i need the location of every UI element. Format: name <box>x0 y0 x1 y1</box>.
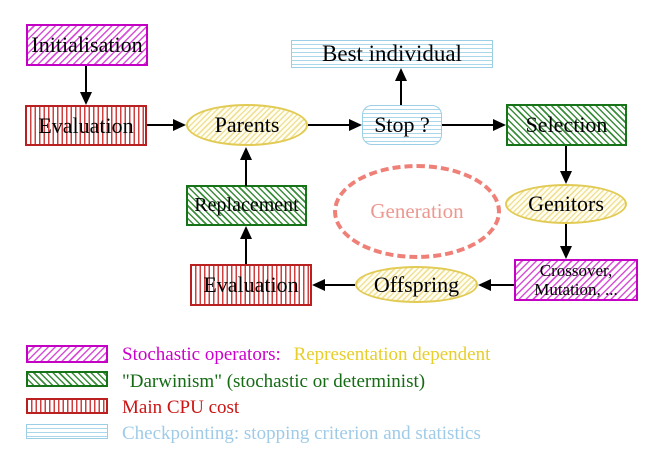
node-offspring: Offspring <box>355 266 478 303</box>
arrowhead-up-icon <box>395 68 407 81</box>
legend-swatch-darwinism <box>26 371 108 387</box>
arrowhead-up-icon <box>240 226 252 239</box>
legend-text-stochastic: Stochastic operators: <box>122 344 281 365</box>
node-evaluation-top: Evaluation <box>25 105 147 146</box>
edge-parents-stop <box>308 124 349 126</box>
edge-genitors-crossover <box>565 224 567 247</box>
legend-swatch-cpu-cost <box>26 398 108 414</box>
arrowhead-down-icon <box>560 246 572 259</box>
node-replacement: Replacement <box>186 185 307 226</box>
arrowhead-left-icon <box>312 279 325 291</box>
edge-evaluation-replacement <box>245 238 247 264</box>
legend-label-cpu-cost: Main CPU cost <box>122 397 240 418</box>
arrowhead-right-icon <box>493 119 506 131</box>
arrowhead-right-icon <box>349 119 362 131</box>
node-initialisation: Initialisation <box>26 24 148 66</box>
legend-swatch-checkpointing <box>26 424 108 439</box>
edge-replacement-parents <box>245 159 247 186</box>
edge-evaluation-parents <box>147 124 173 126</box>
generation-cycle-ellipse: Generation <box>333 164 501 259</box>
node-stop: Stop ? <box>362 105 442 145</box>
edge-offspring-evaluation <box>325 284 355 286</box>
legend-label-stochastic-operators: Stochastic operators: Representation dep… <box>122 344 490 366</box>
legend-text-representation: Representation dependent <box>293 344 491 365</box>
crossover-line1: Crossover, <box>539 261 613 280</box>
node-genitors: Genitors <box>505 184 627 224</box>
edge-stop-best-individual <box>400 80 402 105</box>
legend-label-darwinism: "Darwinism" (stochastic or determinist) <box>122 371 426 392</box>
node-selection: Selection <box>506 104 627 146</box>
node-best-individual: Best individual <box>291 40 493 68</box>
node-crossover-mutation: Crossover, Mutation, ... <box>514 259 638 301</box>
node-parents: Parents <box>186 104 308 146</box>
edge-initialisation-evaluation <box>85 66 87 93</box>
arrowhead-down-icon <box>80 92 92 105</box>
crossover-line2: Mutation, ... <box>534 280 618 299</box>
arrowhead-left-icon <box>478 279 491 291</box>
edge-stop-selection <box>442 124 493 126</box>
legend-label-checkpointing: Checkpointing: stopping criterion and st… <box>122 423 481 444</box>
arrowhead-right-icon <box>173 119 186 131</box>
legend-swatch-stochastic-operators <box>26 345 108 363</box>
arrowhead-down-icon <box>560 171 572 184</box>
node-evaluation-bottom: Evaluation <box>190 264 312 306</box>
arrowhead-up-icon <box>240 147 252 160</box>
edge-selection-genitors <box>565 146 567 172</box>
edge-crossover-offspring <box>491 284 514 286</box>
